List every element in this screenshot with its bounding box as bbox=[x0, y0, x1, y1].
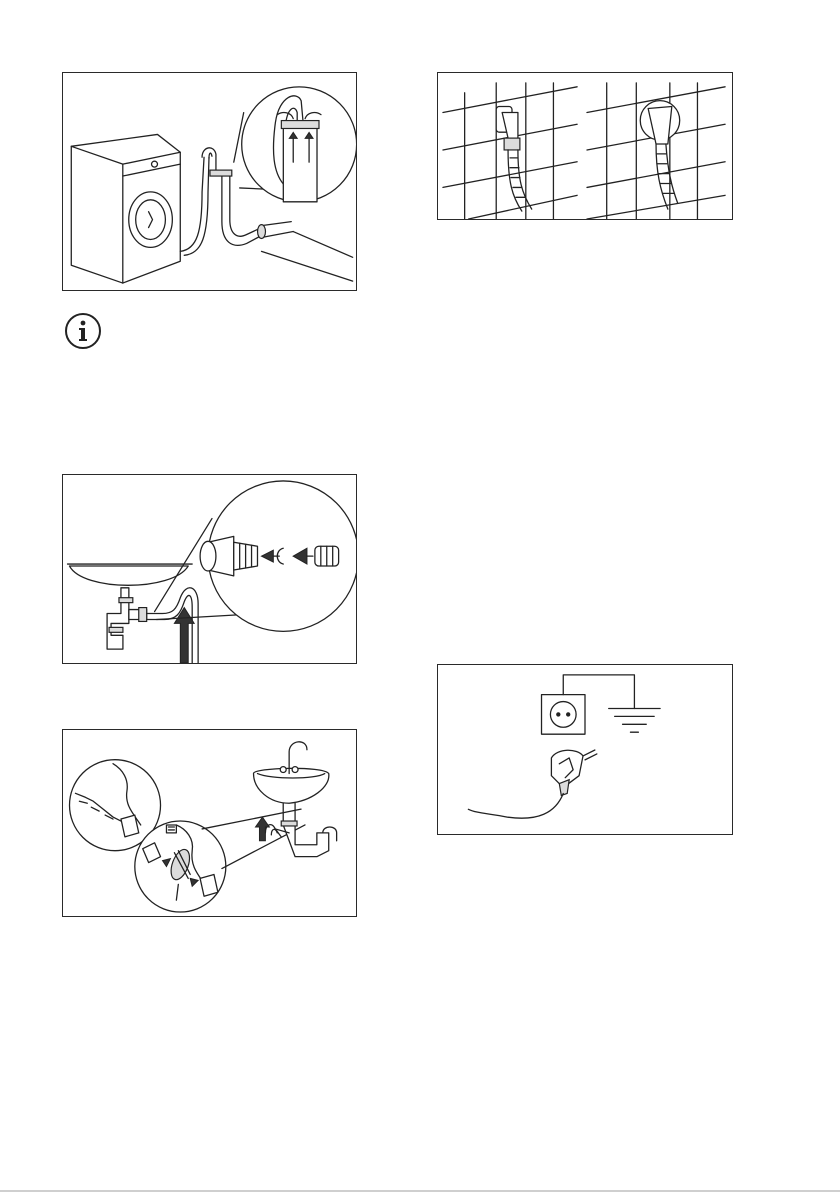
info-icon bbox=[64, 312, 102, 350]
washer-drain-standpipe-illustration bbox=[63, 73, 356, 290]
figure-washbasin-filter bbox=[62, 729, 357, 917]
earthed-socket-plug-illustration bbox=[438, 665, 732, 834]
figure-earthed-socket bbox=[437, 664, 733, 835]
washbasin-filter-illustration bbox=[63, 730, 356, 916]
figure-wall-drain bbox=[437, 72, 733, 220]
figure-sink-trap-spigot bbox=[62, 474, 357, 664]
wall-drain-hose-illustration bbox=[438, 73, 732, 219]
sink-trap-spigot-illustration bbox=[63, 475, 356, 663]
figure-washer-standpipe bbox=[62, 72, 357, 291]
